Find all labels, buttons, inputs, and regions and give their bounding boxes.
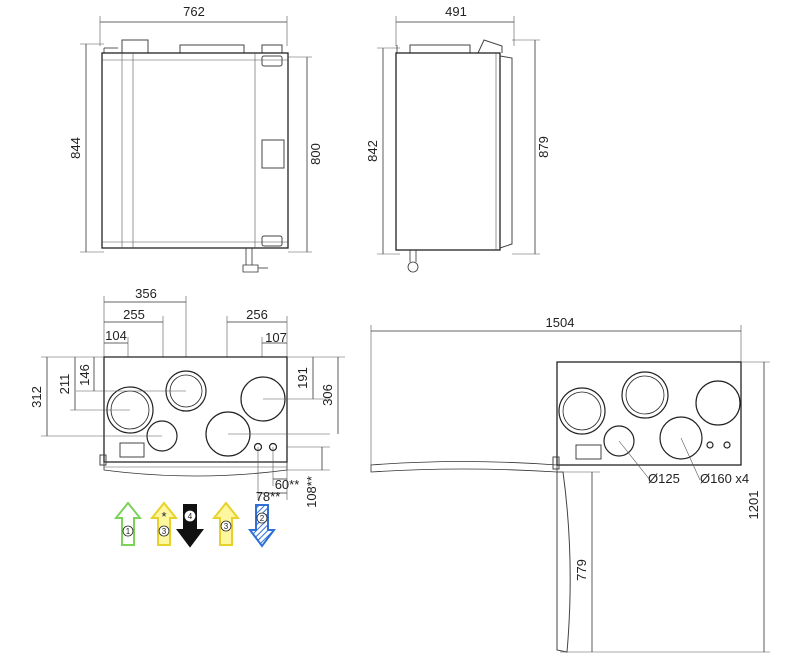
dim-879: 879 [536,136,551,158]
dim-108: 108** [304,476,319,508]
dim-842: 842 [365,140,380,162]
arrow-down-icon [248,504,276,548]
dim-1201: 1201 [746,491,761,520]
asterisk-mark: * [161,509,166,524]
dim-107: 107 [265,330,287,345]
dim-211: 211 [57,374,72,395]
arrow-label-4: 4 [188,512,193,521]
dim-844: 844 [68,137,83,159]
dim-60: 60** [275,477,300,492]
side-view: 491 842 879 [365,4,551,273]
dim-104: 104 [105,328,127,343]
dim-356: 356 [135,286,157,301]
front-view: 762 844 800 [68,4,323,273]
dim-191: 191 [295,367,310,389]
open-view: 1504 Ø125 Ø160 x4 779 1201 [370,315,770,653]
arrow-down-icon [176,504,204,548]
dim-491: 491 [445,4,467,19]
dim-312: 312 [29,386,44,408]
legend-arrows: 1 * 3 4 3 2 [113,501,276,548]
dim-779: 779 [574,559,589,581]
arrow-label-1: 1 [126,527,131,536]
arrow-label-2: 2 [260,514,265,523]
arrow-label-3: 3 [162,527,167,536]
dim-306: 306 [320,384,335,406]
label-dia-125: Ø125 [648,471,680,486]
arrow-up-icon [149,501,179,546]
dim-762: 762 [183,4,205,19]
dim-255: 255 [123,307,145,322]
arrow-label-3b: 3 [224,522,229,531]
dim-800: 800 [308,143,323,165]
dim-146: 146 [77,364,92,386]
label-dia-160: Ø160 x4 [700,471,749,486]
arrow-up-icon [113,501,143,546]
top-view: 356 255 104 256 107 [29,286,345,508]
dim-78: 78** [256,489,281,504]
dim-256: 256 [246,307,268,322]
dim-1504: 1504 [546,315,575,330]
